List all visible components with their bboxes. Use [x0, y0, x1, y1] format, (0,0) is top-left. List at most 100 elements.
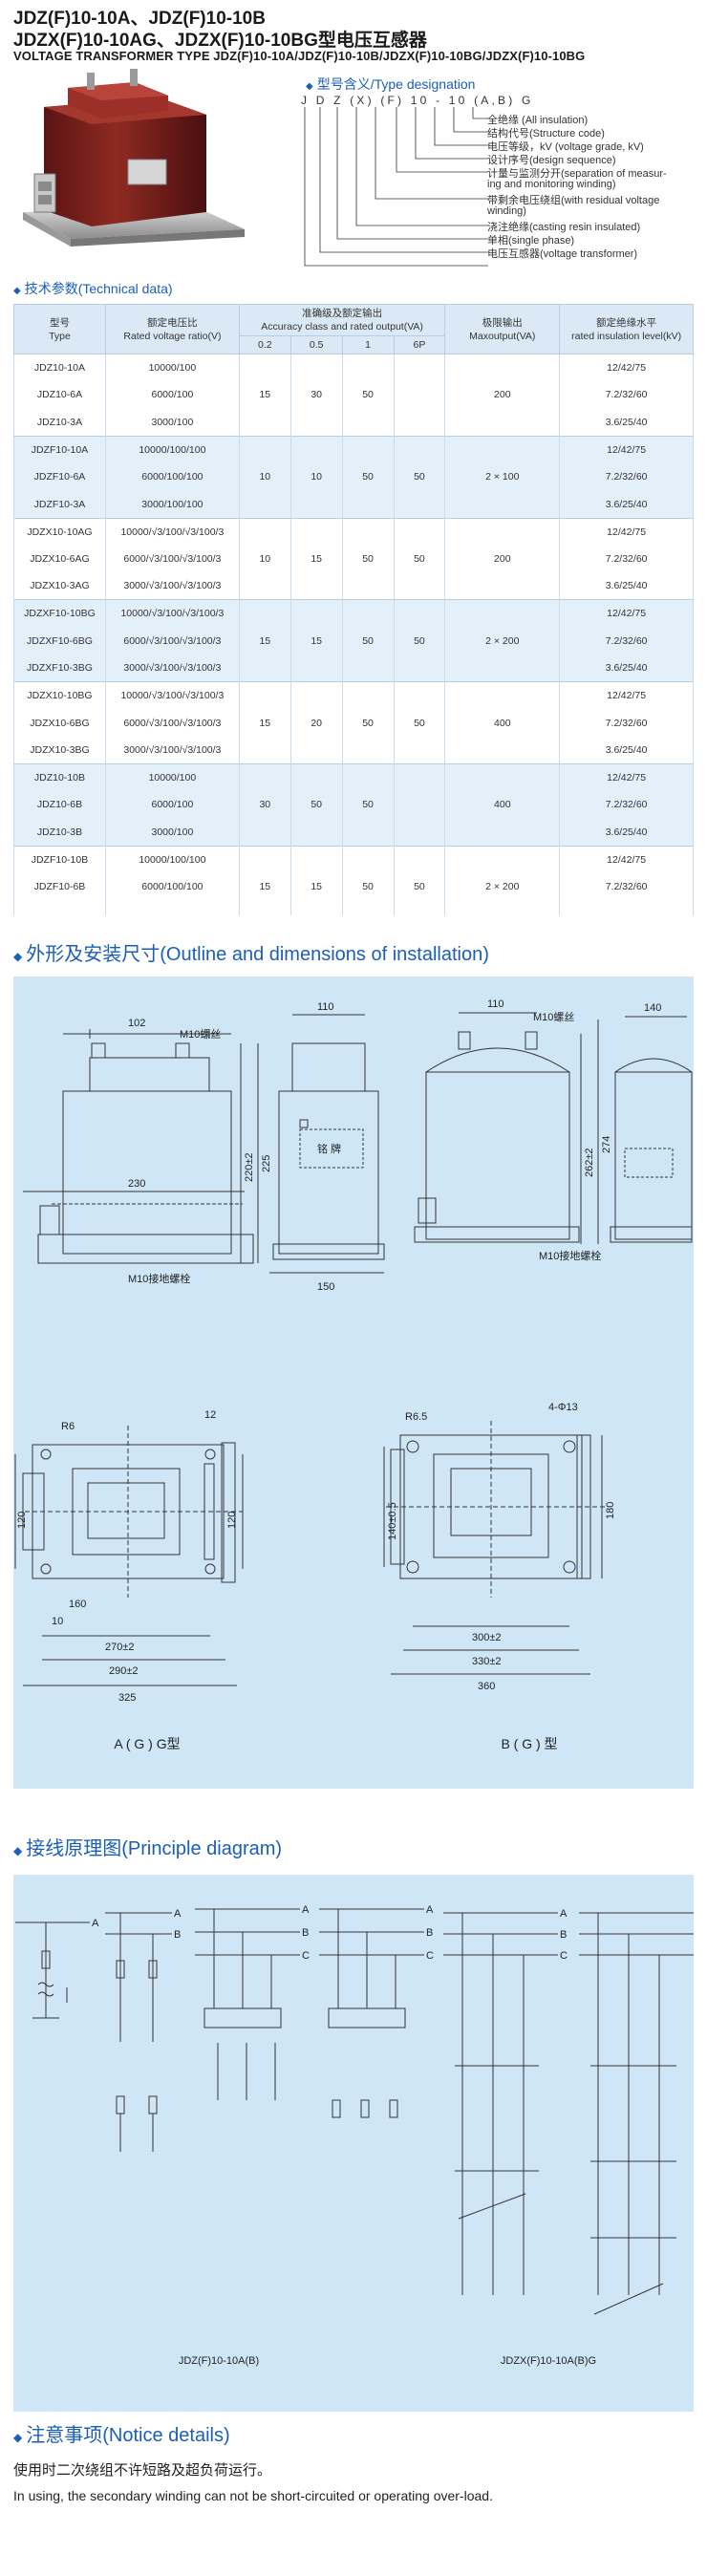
cell-type: JDZ10-3A [13, 408, 106, 437]
bus-label-c: C [426, 1950, 434, 1962]
dim-a-325: 325 [118, 1692, 136, 1704]
cell-insulation: 12/42/75 [559, 517, 694, 546]
diagram-caption-left: JDZ(F)10-10A(B) [179, 2355, 259, 2367]
col-header-0-2: 0.2 [238, 335, 291, 354]
cell-insulation: 12/42/75 [559, 681, 694, 710]
notice-text-en: In using, the secondary winding can not … [13, 2488, 493, 2503]
diagram-caption-right: JDZX(F)10-10A(B)G [501, 2355, 596, 2367]
cell-type: JDZX10-6AG [13, 545, 106, 573]
cell-type: JDZF10-3A [13, 490, 106, 519]
bus-label-a: A [426, 1904, 434, 1916]
cell-insulation: 12/42/75 [559, 354, 694, 382]
cell-type [13, 900, 106, 915]
wiring-diagrams: A A B A B C A B C A B C JDZ(F)10-10A(B) … [15, 1904, 694, 2367]
cell-accuracy-0-5: 15 [289, 517, 343, 600]
dim-a-r6: R6 [61, 1421, 75, 1432]
designation-label: 设计序号(design sequence) [487, 155, 616, 166]
cell-accuracy-0-5: 50 [289, 762, 343, 847]
cell-maxoutput: 400 [444, 681, 561, 764]
designation-code: J D Z (X) (F) 10 - 10 (A,B) G [301, 94, 534, 107]
bus-label-a: A [174, 1908, 182, 1920]
cell-ratio: 10000/100 [104, 762, 240, 791]
technical-data-heading: ◆技术参数(Technical data) [13, 281, 173, 296]
type-b-label: B ( G ) 型 [501, 1736, 557, 1751]
cell-accuracy-0-5: 30 [289, 354, 343, 437]
dim-b-m10-screw: M10螺丝 [533, 1011, 574, 1023]
dim-a-side-110: 110 [317, 1001, 334, 1013]
cell-ratio: 10000/100 [104, 354, 240, 382]
designation-label: 结构代号(Structure code) [487, 128, 605, 140]
designation-label: winding) [487, 205, 526, 217]
cell-ratio: 3000/100 [104, 818, 240, 847]
dim-b-r6-5: R6.5 [405, 1411, 427, 1423]
cell-ratio: 6000/100 [104, 791, 240, 819]
dim-a-12: 12 [204, 1409, 216, 1421]
cell-ratio: 6000/√3/100/√3/100/3 [104, 709, 240, 737]
cell-accuracy-0-2: 10 [238, 435, 291, 519]
cell-insulation: 7.2/32/60 [559, 627, 694, 655]
designation-label: 浇注绝缘(casting resin insulated) [487, 222, 641, 233]
cell-ratio: 10000/√3/100/√3/100/3 [104, 599, 240, 628]
cell-type: JDZX10-6BG [13, 709, 106, 737]
cell-insulation: 7.2/32/60 [559, 872, 694, 901]
dim-a-m10-screw: M10螺丝 [180, 1028, 221, 1041]
type-designation-diagram: J D Z (X) (F) 10 - 10 (A,B) G 全绝缘 (All i… [301, 94, 702, 275]
transformer-product-photo [23, 69, 245, 247]
col-header-6p: 6P [393, 335, 446, 354]
dim-a-top-120: 120 [226, 1512, 238, 1529]
bus-label-b: B [426, 1927, 433, 1939]
cell-accuracy-6p: 50 [393, 435, 446, 519]
dim-b-360: 360 [478, 1681, 495, 1692]
designation-label: 计量与监测分开(separation of measur- [487, 168, 667, 180]
page-subtitle: VOLTAGE TRANSFORMER TYPE JDZ(F)10-10A/JD… [13, 49, 586, 63]
col-header-0-5: 0.5 [289, 335, 343, 354]
cell-maxoutput: 2 × 100 [444, 435, 561, 519]
cell-accuracy-6p: 50 [393, 845, 446, 915]
bus-label-a: A [302, 1904, 310, 1916]
principle-heading: ◆接线原理图(Principle diagram) [13, 1838, 283, 1859]
cell-maxoutput: 2 × 200 [444, 845, 561, 915]
dim-b-330: 330±2 [472, 1656, 502, 1667]
cell-accuracy-6p: 50 [393, 599, 446, 682]
designation-label: 带剩余电压绕组(with residual voltage [487, 195, 660, 206]
cell-ratio: 6000/100 [104, 381, 240, 409]
cell-type: JDZX10-10BG [13, 681, 106, 710]
cell-ratio: 3000/√3/100/√3/100/3 [104, 572, 240, 600]
type-a-label: A ( G ) G型 [114, 1736, 180, 1751]
cell-accuracy-1: 50 [341, 435, 395, 519]
cell-accuracy-1: 50 [341, 517, 395, 600]
cell-insulation: 7.2/32/60 [559, 462, 694, 491]
dim-a-102: 102 [128, 1018, 145, 1029]
col-header-1: 1 [341, 335, 395, 354]
bus-label-a: A [92, 1918, 99, 1929]
designation-label: 全绝缘 (All insulation) [487, 115, 589, 126]
cell-ratio: 6000/√3/100/√3/100/3 [104, 627, 240, 655]
notice-text-zh: 使用时二次绕组不许短路及超负荷运行。 [13, 2462, 272, 2479]
cell-maxoutput: 200 [444, 354, 561, 437]
dim-b-180: 180 [605, 1502, 616, 1519]
outline-drawings: 102 M10螺丝 230 220±2 225 M10接地螺栓 110 150 … [14, 998, 693, 1751]
cell-ratio: 3000/√3/100/√3/100/3 [104, 655, 240, 682]
dim-b-262: 262±2 [584, 1148, 595, 1177]
cell-type: JDZX10-3BG [13, 736, 106, 764]
cell-insulation: 7.2/32/60 [559, 709, 694, 737]
cell-insulation: 7.2/32/60 [559, 381, 694, 409]
cell-type: JDZXF10-10BG [13, 599, 106, 628]
outline-drawing-panel: 102 M10螺丝 230 220±2 225 M10接地螺栓 110 150 … [13, 977, 694, 1789]
